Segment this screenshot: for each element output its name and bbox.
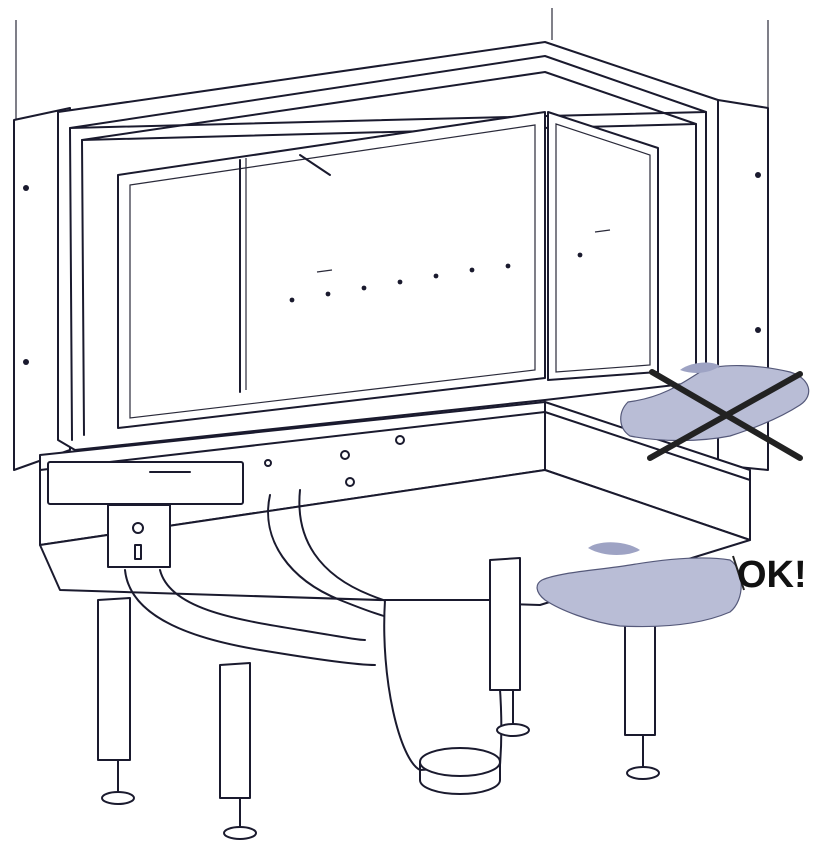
side-glass [547,111,659,381]
rear-wall-holes [289,252,583,303]
hand-wrong [620,362,810,442]
glass-bracket [299,154,331,176]
firebox-body [39,401,751,606]
ok-label: OK! [737,554,807,596]
hand-ok [536,542,745,628]
air-control-mechanism [47,461,244,568]
adjustable-legs [97,557,660,840]
cross-mark-icon [647,369,803,461]
left-side-panel [13,107,71,471]
flue-collar [383,599,503,795]
